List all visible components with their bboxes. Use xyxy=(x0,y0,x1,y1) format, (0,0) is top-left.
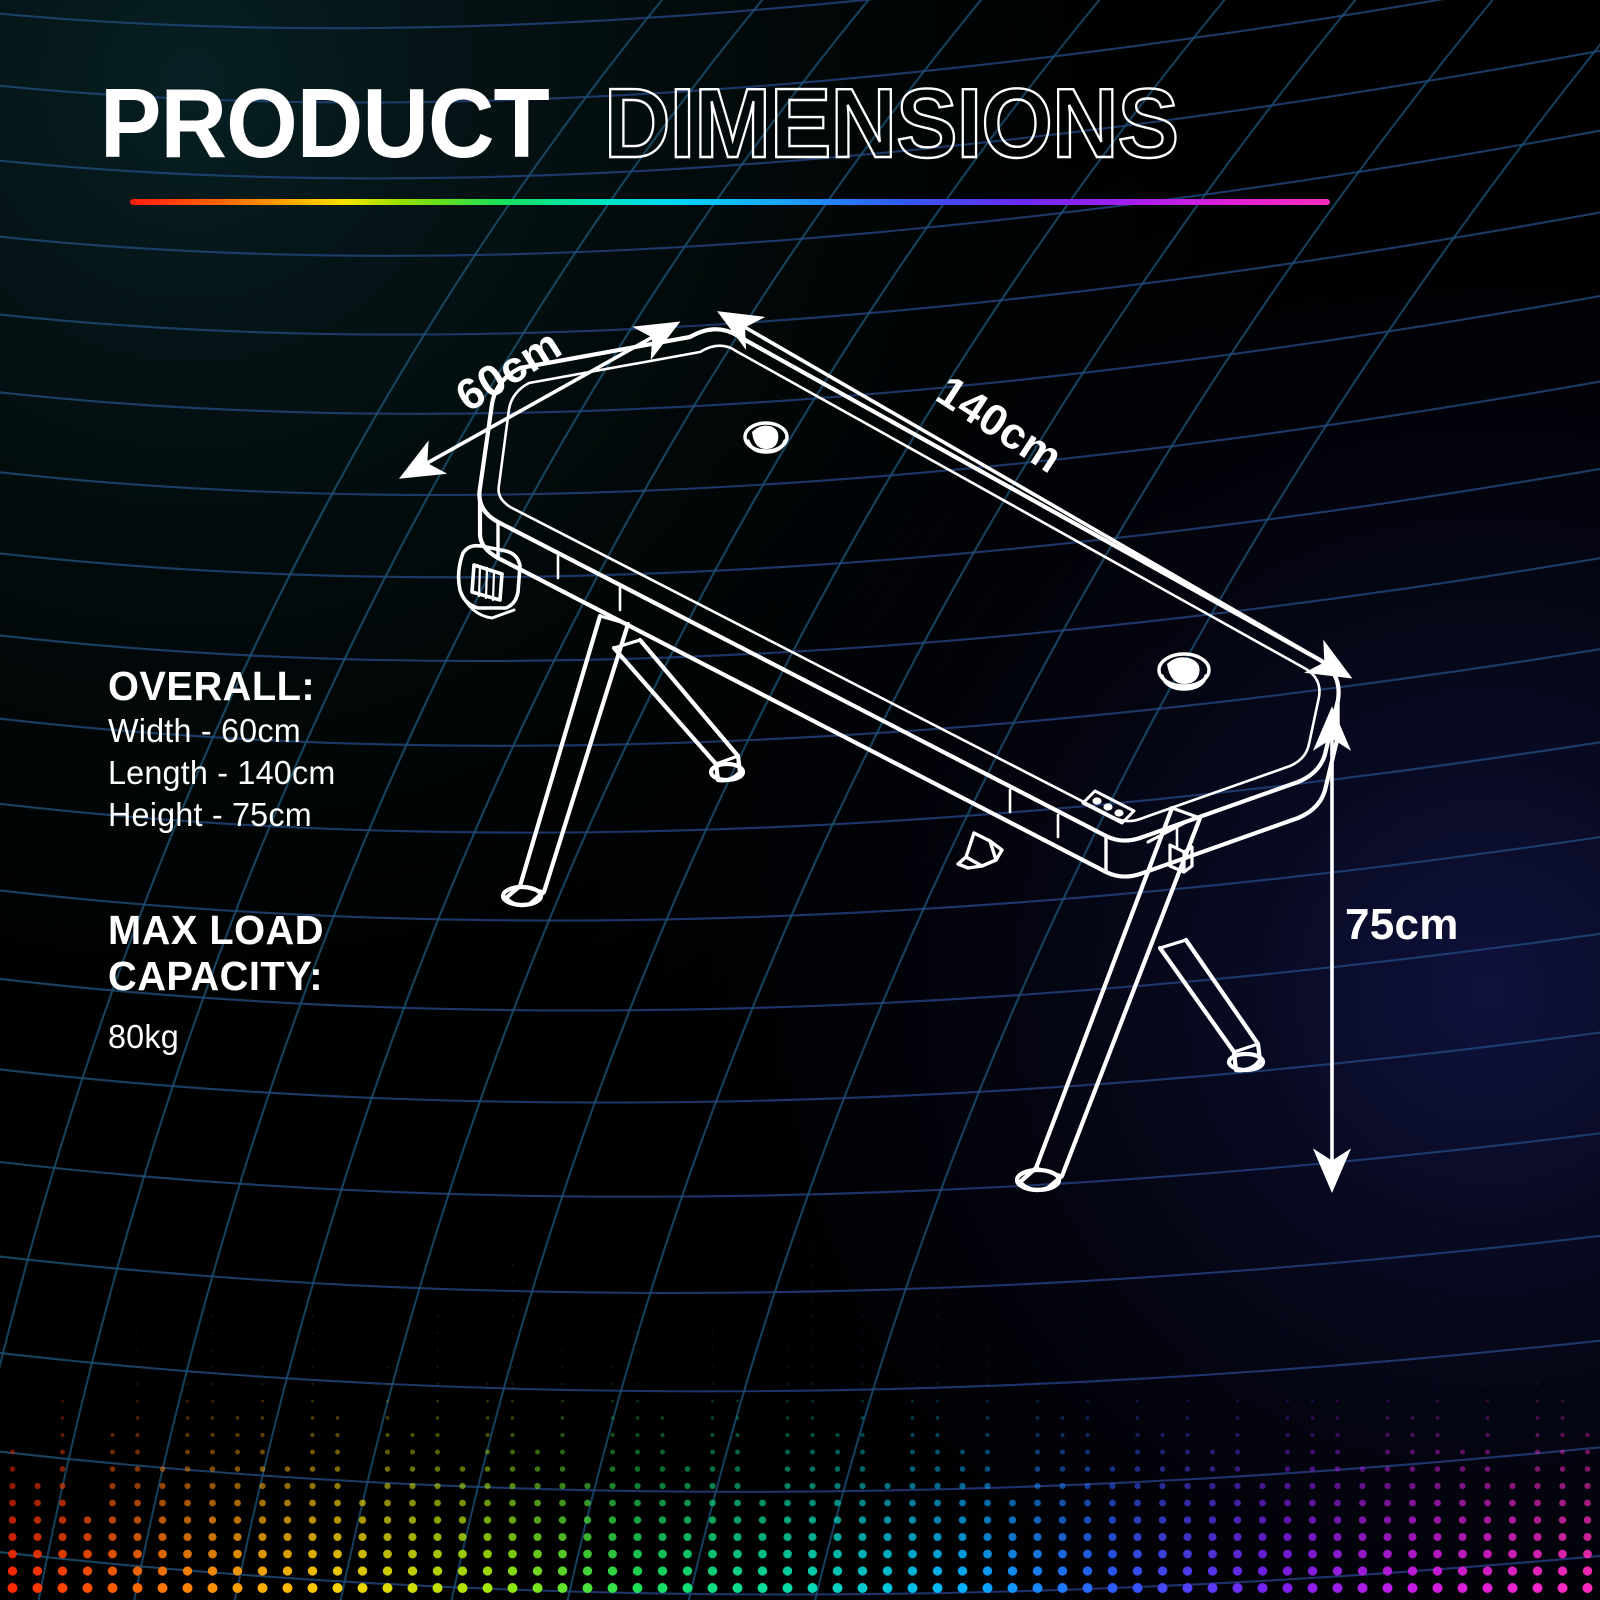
spec-length: Length - 140cm xyxy=(108,754,336,792)
accent-gradient-bar xyxy=(130,199,1330,205)
title-dimensions: DIMENSIONS xyxy=(602,68,1179,178)
headphone-hook xyxy=(956,831,1004,870)
dimension-arrow-60cm xyxy=(398,321,681,479)
spec-width: Width - 60cm xyxy=(108,711,301,749)
max-load-heading-line2: CAPACITY: xyxy=(108,952,323,999)
max-load-heading-line1: MAX LOAD xyxy=(108,907,324,953)
cup-holder xyxy=(456,543,522,620)
dimension-label-height: 75cm xyxy=(1345,900,1459,949)
leg-right-brace-foot xyxy=(1226,1051,1266,1073)
leg-left-assembly xyxy=(500,613,746,908)
dimension-arrow-140cm xyxy=(717,311,1353,679)
edge-trim-marks xyxy=(556,554,1060,839)
leg-right-foot xyxy=(1014,1167,1062,1193)
spec-height: Height - 75cm xyxy=(108,796,312,834)
leg-left-foot xyxy=(500,884,544,908)
max-load-value: 80kg xyxy=(108,1017,179,1055)
control-panel-buttons xyxy=(1092,797,1124,817)
max-load-spec-block: MAX LOAD CAPACITY: 80kg xyxy=(108,907,331,1058)
leg-right-assembly xyxy=(1014,805,1266,1193)
overall-spec-block: OVERALL: Width - 60cm Length - 140cm Hei… xyxy=(108,663,340,837)
leg-left-brace-foot xyxy=(708,761,746,783)
page-title: PRODUCT DIMENSIONS xyxy=(100,68,1214,178)
overall-heading: OVERALL: xyxy=(108,663,316,709)
control-panel xyxy=(1081,789,1136,825)
title-product: PRODUCT xyxy=(100,68,550,178)
